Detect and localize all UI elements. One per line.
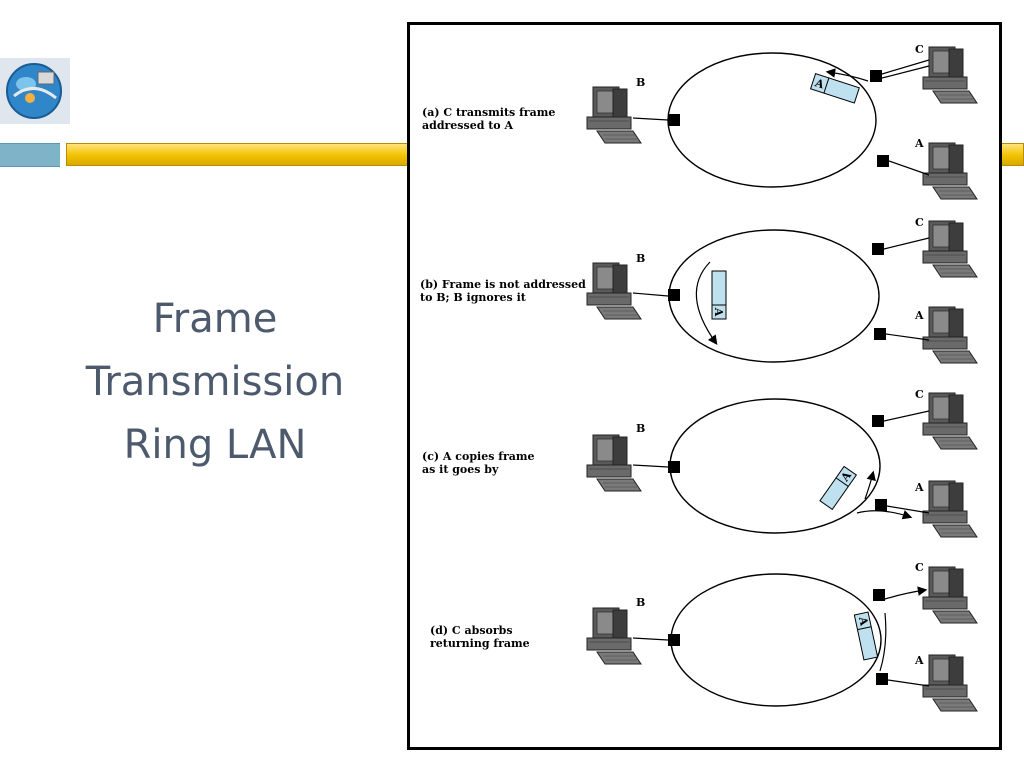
caption-a-line1: (a) C transmits frame [422, 106, 555, 119]
label-a: A [914, 137, 924, 150]
title-line-1: Frame [152, 296, 278, 342]
repeater-b [668, 289, 680, 301]
label-b: B [636, 252, 645, 265]
ring-lan-figure: A B C A (a) C transmits frame addressed … [420, 43, 978, 712]
slide-title: Frame Transmission Ring LAN [50, 288, 380, 477]
label-c: C [915, 561, 924, 574]
panel-c: A B C A (c) A copies frame as it goes by [422, 388, 978, 538]
ring-a [667, 52, 877, 188]
panel-a: A B C A (a) C transmits frame addressed … [422, 43, 978, 200]
repeater-b [668, 634, 680, 646]
repeater-a [874, 328, 886, 340]
repeater-c [870, 70, 882, 82]
frame-a: A [809, 72, 860, 104]
label-a: A [914, 654, 924, 667]
frame-label: A [813, 76, 827, 91]
computer-b-icon [586, 607, 642, 665]
frame-b: A [711, 270, 727, 320]
computer-c-icon [922, 392, 978, 450]
caption-c-line1: (c) A copies frame [422, 450, 535, 463]
label-a: A [914, 309, 924, 322]
label-c: C [915, 216, 924, 229]
computer-a-icon [922, 306, 978, 364]
label-b: B [636, 596, 645, 609]
ring-lan-diagram: A B C A (a) C transmits frame addressed … [407, 22, 1002, 750]
caption-c-line2: as it goes by [422, 463, 499, 476]
panel-b: A B C A (b) Frame is not addressed to B;… [420, 216, 978, 364]
computer-a-icon [922, 142, 978, 200]
computer-b-icon [586, 262, 642, 320]
repeater-c [873, 589, 885, 601]
ring-b [668, 229, 880, 363]
computer-b-icon [586, 86, 642, 144]
computer-b-icon [586, 434, 642, 492]
caption-b-line2: to B; B ignores it [420, 291, 527, 304]
accent-bar-blue [0, 143, 60, 167]
ring-d [670, 573, 882, 707]
label-b: B [636, 76, 645, 89]
label-b: B [636, 422, 645, 435]
label-c: C [915, 43, 924, 56]
caption-d-line1: (d) C absorbs [430, 624, 513, 637]
caption-a-line2: addressed to A [422, 119, 513, 132]
computer-c-icon [922, 220, 978, 278]
ring-c [669, 398, 881, 534]
repeater-a [877, 155, 889, 167]
logo [0, 58, 70, 124]
repeater-b [668, 461, 680, 473]
label-a: A [914, 481, 924, 494]
computer-a-icon [922, 480, 978, 538]
title-line-2: Transmission [85, 359, 345, 405]
computer-c-icon [922, 566, 978, 624]
computer-c-icon [922, 46, 978, 104]
frame-c: A [819, 465, 858, 511]
panel-d: A B C A (d) C absorbs returning frame [430, 561, 978, 712]
repeater-c [872, 415, 884, 427]
frame-d: A [853, 611, 879, 661]
repeater-a [876, 673, 888, 685]
caption-d-line2: returning frame [430, 637, 530, 650]
repeater-c [872, 243, 884, 255]
computer-a-icon [922, 654, 978, 712]
label-c: C [915, 388, 924, 401]
repeater-a [875, 499, 887, 511]
frame-label: A [856, 615, 871, 627]
repeater-b [668, 114, 680, 126]
caption-b-line1: (b) Frame is not addressed [420, 278, 586, 291]
title-line-3: Ring LAN [123, 422, 307, 468]
frame-label: A [712, 307, 725, 317]
